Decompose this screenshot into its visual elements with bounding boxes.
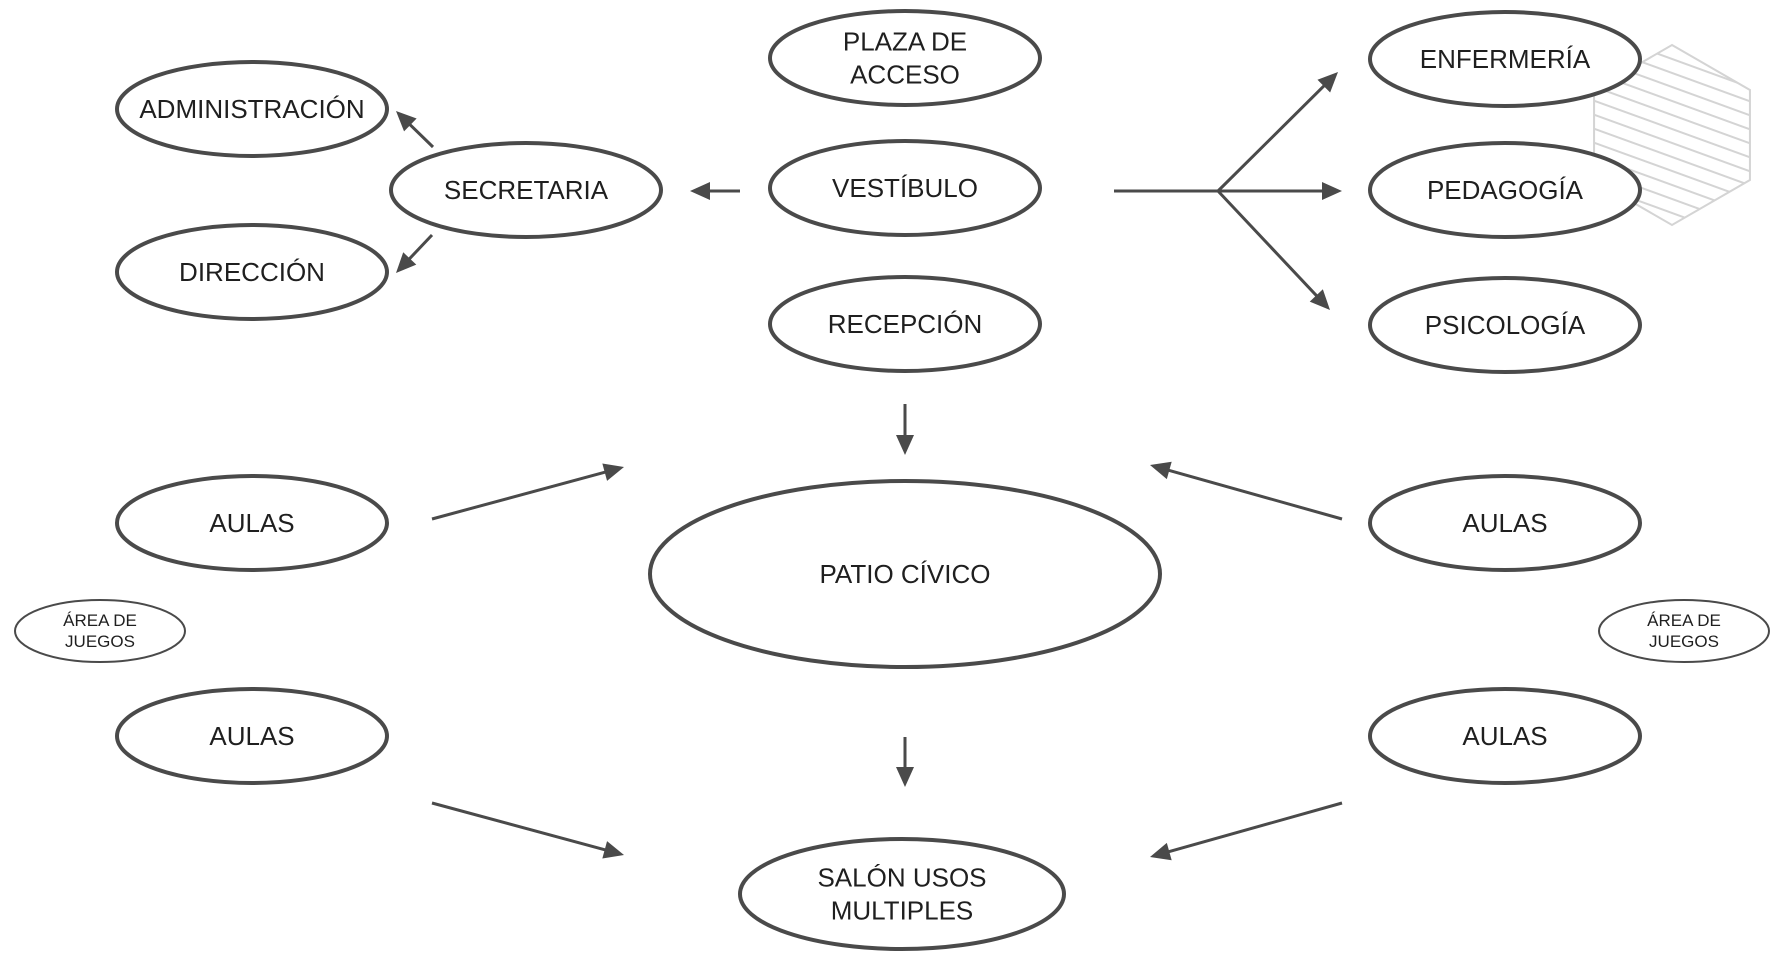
- node-area-de-juegos-left-ellipse: [14, 599, 186, 663]
- arrow-secretaria-to-direccion: [396, 233, 434, 273]
- node-salon-usos-multiples-ellipse: [738, 837, 1066, 951]
- node-area-de-juegos-left-label: JUEGOS: [65, 632, 135, 651]
- arrow-secretaria-to-administracion-line: [404, 119, 435, 149]
- node-area-de-juegos-left-label: ÁREA DE: [63, 611, 137, 630]
- arrow-aulas-left-bottom-to-salon-usos-multiples-arrowhead: [602, 841, 624, 859]
- node-area-de-juegos-right-label: JUEGOS: [1649, 632, 1719, 651]
- arrow-aulas-left-bottom-to-salon-usos-multiples-line: [431, 801, 611, 853]
- arrow-vestibulo-to-enfermeria-line: [1216, 80, 1330, 193]
- node-aulas-left-bottom: AULAS: [115, 687, 389, 785]
- node-secretaria-ellipse: [389, 141, 663, 239]
- node-plaza-de-acceso-ellipse: [768, 9, 1042, 107]
- node-enfermeria-ellipse: [1368, 10, 1642, 108]
- arrow-vestibulo-to-psicologia-line: [1216, 189, 1322, 301]
- node-direccion-label: DIRECCIÓN: [179, 257, 325, 287]
- node-vestibulo: VESTÍBULO: [768, 139, 1042, 237]
- arrow-aulas-right-bottom-to-salon-usos-multiples: [1150, 801, 1343, 861]
- node-aulas-right-bottom: AULAS: [1368, 687, 1642, 785]
- node-vestibulo-ellipse: [768, 139, 1042, 237]
- arrow-aulas-left-bottom-to-salon-usos-multiples: [431, 801, 624, 859]
- arrow-recepcion-to-patio-civico: [896, 404, 914, 455]
- node-psicologia-ellipse: [1368, 276, 1642, 374]
- arrow-aulas-right-top-to-patio-civico: [1150, 461, 1343, 521]
- node-psicologia-label: PSICOLOGÍA: [1425, 310, 1586, 340]
- arrow-vestibulo-to-enfermeria-arrowhead: [1317, 72, 1338, 93]
- arrow-secretaria-to-administracion: [396, 111, 435, 149]
- node-aulas-left-top-ellipse: [115, 474, 389, 572]
- node-aulas-right-top-label: AULAS: [1462, 508, 1547, 538]
- node-area-de-juegos-left: ÁREA DE JUEGOS: [14, 599, 186, 663]
- node-aulas-right-bottom-ellipse: [1368, 687, 1642, 785]
- arrow-aulas-right-bottom-to-salon-usos-multiples-arrowhead: [1150, 842, 1172, 861]
- arrow-vestibulo-to-psicologia: [1216, 189, 1330, 310]
- node-salon-usos-multiples-label: MULTIPLES: [831, 896, 974, 926]
- arrow-aulas-right-top-to-patio-civico-arrowhead: [1150, 461, 1172, 480]
- node-area-de-juegos-right-label: ÁREA DE: [1647, 611, 1721, 630]
- node-secretaria: SECRETARIA: [389, 141, 663, 239]
- node-secretaria-label: SECRETARIA: [444, 175, 609, 205]
- node-aulas-right-top: AULAS: [1368, 474, 1642, 572]
- arrow-patio-civico-to-salon-usos-multiples: [896, 737, 914, 787]
- arrow-patio-civico-to-salon-usos-multiples-arrowhead: [896, 767, 914, 787]
- node-salon-usos-multiples-label: SALÓN USOS: [817, 863, 986, 893]
- node-recepcion-label: RECEPCIÓN: [828, 309, 983, 339]
- arrow-vestibulo-to-pedagogia-arrowhead: [1322, 182, 1342, 200]
- arrow-vestibulo-to-pedagogia: [1218, 182, 1342, 200]
- node-plaza-de-acceso-label: PLAZA DE: [843, 27, 967, 57]
- node-area-de-juegos-right: ÁREA DE JUEGOS: [1598, 599, 1770, 663]
- arrow-aulas-left-top-to-patio-civico-arrowhead: [602, 463, 624, 481]
- node-administracion: ADMINISTRACIÓN: [115, 60, 389, 158]
- arrow-vestibulo-to-enfermeria: [1114, 72, 1338, 193]
- arrow-aulas-left-top-to-patio-civico: [431, 463, 624, 521]
- arrow-vestibulo-to-secretaria-arrowhead: [690, 182, 710, 200]
- node-direccion: DIRECCIÓN: [115, 223, 389, 321]
- arrow-aulas-right-top-to-patio-civico-line: [1163, 467, 1343, 521]
- node-enfermeria: ENFERMERÍA: [1368, 10, 1642, 108]
- node-pedagogia-ellipse: [1368, 141, 1642, 239]
- arrow-vestibulo-to-psicologia-arrowhead: [1309, 289, 1330, 310]
- node-pedagogia: PEDAGOGÍA: [1368, 141, 1642, 239]
- arrow-secretaria-to-direccion-line: [404, 233, 434, 264]
- node-vestibulo-label: VESTÍBULO: [832, 173, 978, 203]
- edges-layer: [396, 72, 1343, 861]
- node-administracion-ellipse: [115, 60, 389, 158]
- node-patio-civico-ellipse: [648, 479, 1162, 669]
- node-aulas-left-top-label: AULAS: [209, 508, 294, 538]
- node-direccion-ellipse: [115, 223, 389, 321]
- node-recepcion-ellipse: [768, 275, 1042, 373]
- node-plaza-de-acceso-label: ACCESO: [850, 60, 960, 90]
- node-psicologia: PSICOLOGÍA: [1368, 276, 1642, 374]
- node-aulas-left-bottom-label: AULAS: [209, 721, 294, 751]
- node-administracion-label: ADMINISTRACIÓN: [139, 94, 364, 124]
- arrow-secretaria-to-direccion-arrowhead: [396, 252, 417, 273]
- node-aulas-left-bottom-ellipse: [115, 687, 389, 785]
- node-patio-civico: PATIO CÍVICO: [648, 479, 1162, 669]
- node-pedagogia-label: PEDAGOGÍA: [1427, 175, 1584, 205]
- node-enfermeria-label: ENFERMERÍA: [1420, 44, 1591, 74]
- node-aulas-left-top: AULAS: [115, 474, 389, 572]
- arrow-vestibulo-to-secretaria: [690, 182, 740, 200]
- arrow-aulas-right-bottom-to-salon-usos-multiples-line: [1163, 801, 1343, 855]
- node-recepcion: RECEPCIÓN: [768, 275, 1042, 373]
- node-patio-civico-label: PATIO CÍVICO: [820, 559, 991, 589]
- node-aulas-right-bottom-label: AULAS: [1462, 721, 1547, 751]
- node-aulas-right-top-ellipse: [1368, 474, 1642, 572]
- node-area-de-juegos-right-ellipse: [1598, 599, 1770, 663]
- arrow-aulas-left-top-to-patio-civico-line: [431, 469, 611, 521]
- arrow-recepcion-to-patio-civico-arrowhead: [896, 435, 914, 455]
- arrow-secretaria-to-administracion-arrowhead: [396, 111, 417, 132]
